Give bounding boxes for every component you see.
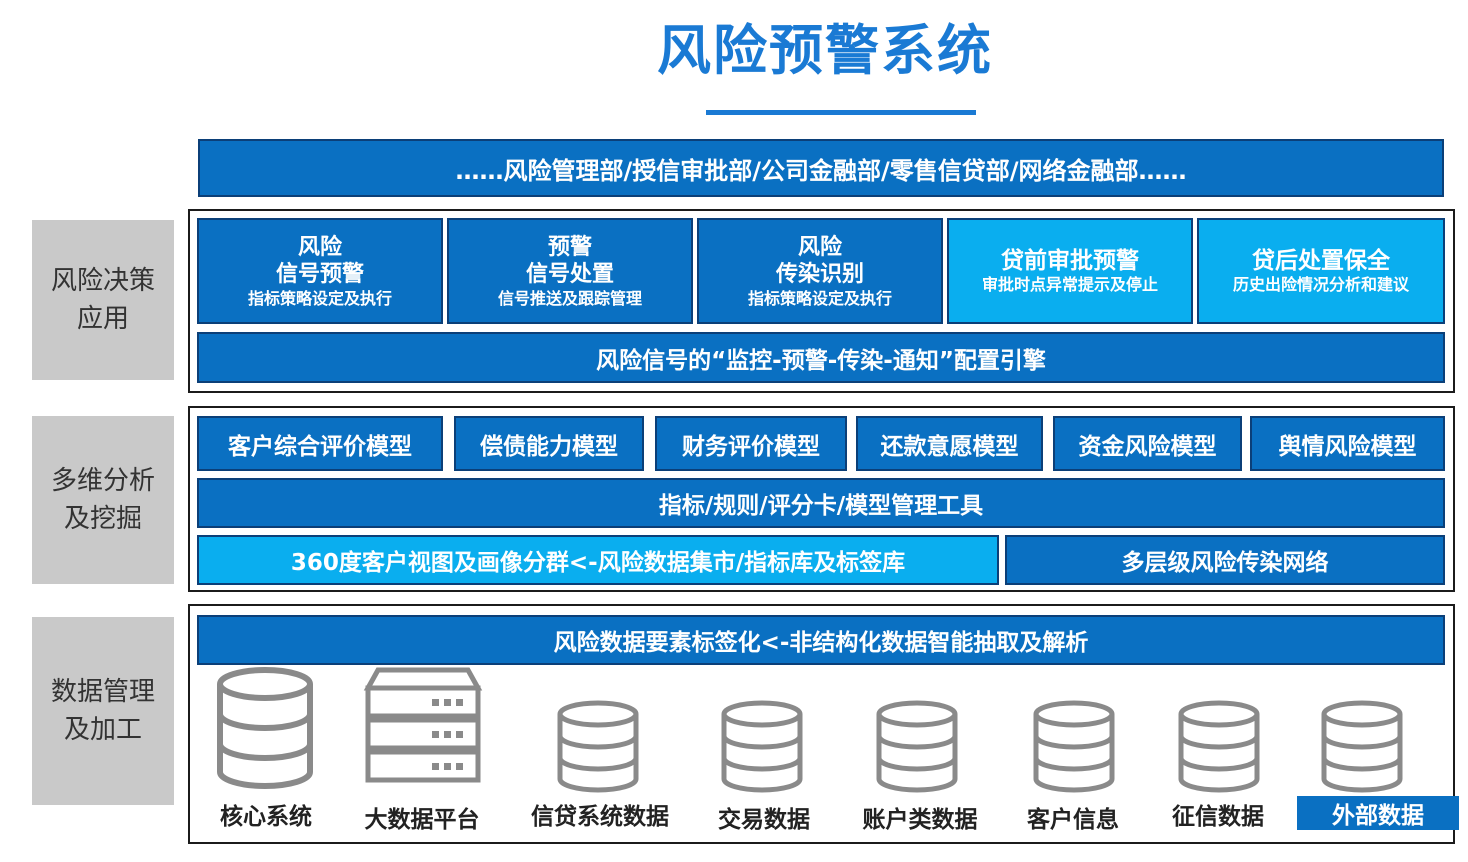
data-source-label-core: 核心系统 [220,804,312,830]
app-title: 预警 信号处置 [525,234,614,288]
data-source-label-big-data: 大数据平台 [364,807,480,833]
database-icon [724,703,800,790]
app-title: 风险 传染识别 [775,234,864,288]
layer-label-data: 数据管理 及加工 [32,617,174,805]
model-box-financial-evaluation: 财务评价模型 [655,416,847,471]
data-source-label-credit: 信贷系统数据 [531,804,669,830]
app-subtitle: 指标策略设定及执行 [247,288,392,308]
layer-label-analysis: 多维分析 及挖掘 [32,416,174,584]
departments-bar: ……风险管理部/授信审批部/公司金融部/零售信贷部/网络金融部…… [198,139,1444,197]
data-tagging-bar: 风险数据要素标签化<-非结构化数据智能抽取及解析 [197,615,1445,665]
database-icon [220,670,310,786]
app-box-contagion-identification: 风险 传染识别 指标策略设定及执行 [697,218,943,324]
data-source-label-external: 外部数据 [1297,796,1459,830]
model-box-repayment-willingness: 还款意愿模型 [856,416,1043,471]
model-box-public-opinion: 舆情风险模型 [1250,416,1445,471]
app-subtitle: 信号推送及跟踪管理 [497,288,642,308]
customer-view-bar: 360度客户视图及画像分群<-风险数据集市/指标库及标签库 [197,535,999,585]
app-subtitle: 审批时点异常提示及停止 [981,275,1158,295]
app-box-signal-warning: 风险 信号预警 指标策略设定及执行 [197,218,443,324]
server-rack-icon [363,667,483,783]
model-box-customer-evaluation: 客户综合评价模型 [197,416,443,471]
database-icon [879,703,955,790]
data-source-label-account: 账户类数据 [862,807,978,833]
app-box-post-loan-preservation: 贷后处置保全 历史出险情况分析和建议 [1197,218,1445,324]
database-icon [560,703,636,790]
app-subtitle: 指标策略设定及执行 [747,288,892,308]
app-title: 贷前审批预警 [1001,247,1139,274]
database-icon [1324,703,1400,790]
app-box-pre-loan-warning: 贷前审批预警 审批时点异常提示及停止 [947,218,1193,324]
app-title: 风险 信号预警 [275,234,364,288]
model-box-solvency: 偿债能力模型 [454,416,644,471]
page-title: 风险预警系统 [657,19,993,82]
database-icon [1181,703,1257,790]
layer-label-decision: 风险决策 应用 [32,220,174,380]
data-source-label-customer: 客户信息 [1027,807,1119,833]
database-icon [1036,703,1112,790]
data-source-label-transaction: 交易数据 [718,807,810,833]
app-box-signal-handling: 预警 信号处置 信号推送及跟踪管理 [447,218,693,324]
model-box-fund-risk: 资金风险模型 [1053,416,1242,471]
config-engine-bar: 风险信号的“监控-预警-传染-通知”配置引擎 [197,332,1445,383]
contagion-network-bar: 多层级风险传染网络 [1005,535,1445,585]
app-subtitle: 历史出险情况分析和建议 [1232,275,1409,295]
title-underline [706,110,976,115]
data-sources-icons [196,665,1456,845]
data-source-label-credit-report: 征信数据 [1172,804,1264,830]
app-title: 贷后处置保全 [1252,247,1390,274]
model-tools-bar: 指标/规则/评分卡/模型管理工具 [197,478,1445,528]
